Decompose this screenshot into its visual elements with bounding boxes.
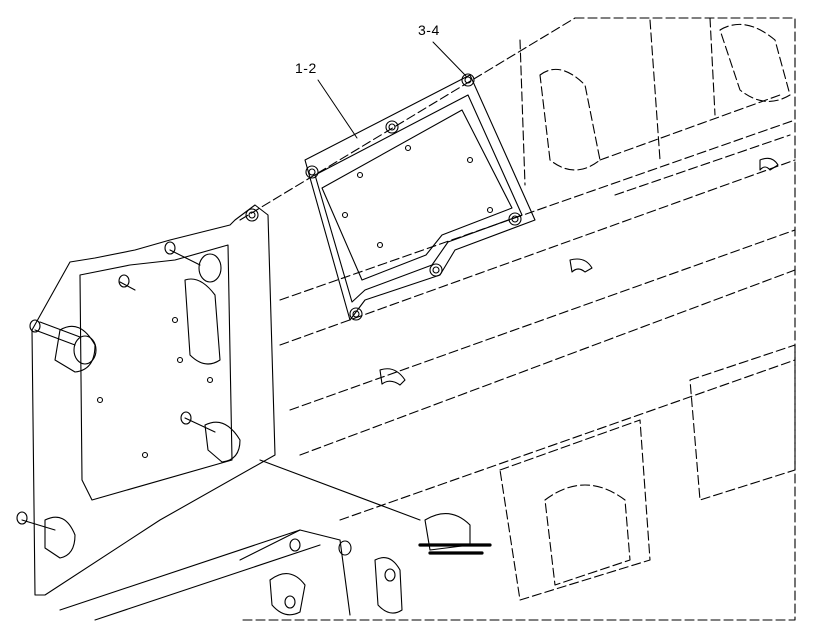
cover-plate bbox=[321, 109, 513, 281]
callout-label-bolt: 3-4 bbox=[418, 22, 440, 38]
bracket-bolts bbox=[16, 208, 259, 559]
mounting-bracket bbox=[31, 204, 276, 596]
lower-structure bbox=[59, 157, 779, 621]
leader-line-b bbox=[432, 41, 467, 77]
engine-block-phantom-outline bbox=[239, 17, 796, 621]
callout-label-cover: 1-2 bbox=[295, 60, 317, 76]
cover-assembly bbox=[304, 74, 536, 321]
cover-inner-edge bbox=[314, 94, 523, 303]
leader-lines bbox=[317, 41, 467, 139]
cover-outline bbox=[304, 74, 536, 321]
cover-bolts bbox=[305, 73, 522, 321]
leader-line-a bbox=[317, 79, 358, 139]
